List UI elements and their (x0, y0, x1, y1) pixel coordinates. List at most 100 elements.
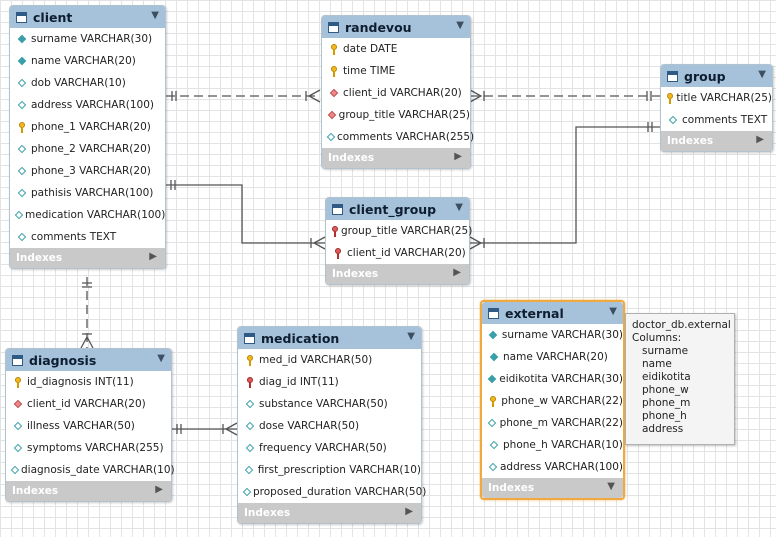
table-header[interactable]: group▼ (661, 65, 772, 87)
column-row[interactable]: frequency VARCHAR(50) (238, 437, 421, 459)
relation-client-randevou[interactable] (166, 89, 321, 103)
column-icon (16, 121, 28, 133)
table-header[interactable]: client ▼ (10, 6, 165, 28)
column-icon (16, 56, 28, 66)
column-row[interactable]: client_id VARCHAR(20) (6, 393, 171, 415)
table-header[interactable]: external▼ (482, 302, 623, 324)
column-row[interactable]: phone_1 VARCHAR(20) (10, 116, 165, 138)
indexes-label: Indexes (667, 135, 714, 147)
not-null-diamond-icon (17, 34, 27, 44)
collapse-arrow-icon[interactable]: ▼ (456, 20, 464, 31)
indexes-section[interactable]: Indexes▼ (482, 478, 623, 498)
nullable-diamond-icon (17, 188, 27, 198)
table-client-group[interactable]: client_group▼group_title VARCHAR(25)clie… (325, 197, 472, 285)
table-header[interactable]: diagnosis▼ (6, 349, 171, 371)
expand-arrow-icon[interactable]: ▶ (453, 267, 461, 278)
indexes-section[interactable]: Indexes▶ (6, 481, 171, 501)
expand-arrow-icon[interactable]: ▶ (454, 151, 462, 162)
column-row[interactable]: address VARCHAR(100) (482, 456, 623, 478)
column-row[interactable]: medication VARCHAR(100) (10, 204, 165, 226)
table-external[interactable]: external▼surname VARCHAR(30)name VARCHAR… (480, 300, 625, 500)
column-row[interactable]: surname VARCHAR(30) (482, 324, 623, 346)
column-row[interactable]: phone_3 VARCHAR(20) (10, 160, 165, 182)
foreign-key-icon (335, 247, 341, 259)
column-label: phone_h VARCHAR(10) (503, 439, 623, 451)
column-label: frequency VARCHAR(50) (259, 442, 387, 454)
column-row[interactable]: address VARCHAR(100) (10, 94, 165, 116)
column-row[interactable]: pathisis VARCHAR(100) (10, 182, 165, 204)
column-row[interactable]: name VARCHAR(20) (482, 346, 623, 368)
indexes-section[interactable]: Indexes▶ (238, 503, 421, 523)
column-row[interactable]: phone_w VARCHAR(22) (482, 390, 623, 412)
relation-diagnosis-medication[interactable] (171, 422, 238, 436)
column-icon (326, 132, 336, 142)
column-row[interactable]: comments VARCHAR(255) (322, 126, 474, 148)
column-label: surname VARCHAR(30) (31, 33, 153, 45)
column-icon (12, 443, 24, 453)
collapse-arrow-icon[interactable]: ▼ (151, 10, 159, 21)
table-client[interactable]: client ▼ surname VARCHAR(30) name VARCHAR(2… (9, 5, 166, 269)
table-name: client (33, 9, 73, 25)
tooltip-title: doctor_db.external (632, 319, 731, 331)
relation-randevou-group[interactable] (469, 89, 660, 103)
column-row[interactable]: client_id VARCHAR(20) (326, 242, 469, 264)
indexes-section[interactable]: Indexes▶ (10, 248, 165, 268)
column-row[interactable]: comments TEXT (661, 109, 772, 131)
column-row[interactable]: med_id VARCHAR(50) (238, 349, 421, 371)
column-row[interactable]: dose VARCHAR(50) (238, 415, 421, 437)
column-row[interactable]: dob VARCHAR(10) (10, 72, 165, 94)
nullable-diamond-icon (17, 100, 27, 110)
column-row[interactable]: date DATE (322, 38, 470, 60)
primary-key-icon (331, 65, 337, 77)
collapse-arrow-icon[interactable]: ▼ (758, 69, 766, 80)
column-row[interactable]: client_id VARCHAR(20) (322, 82, 470, 104)
expand-arrow-icon[interactable]: ▶ (756, 134, 764, 145)
expand-arrow-icon[interactable]: ▼ (607, 481, 615, 492)
not-null-diamond-icon (489, 352, 499, 362)
column-row[interactable]: name VARCHAR(20) (10, 50, 165, 72)
column-row[interactable]: illness VARCHAR(50) (6, 415, 171, 437)
collapse-arrow-icon[interactable]: ▼ (455, 202, 463, 213)
column-row[interactable]: eidikotita VARCHAR(30) (482, 368, 623, 390)
relation-client-client-group[interactable] (166, 180, 326, 250)
nullable-diamond-icon (326, 132, 336, 142)
expand-arrow-icon[interactable]: ▶ (155, 484, 163, 495)
table-header[interactable]: client_group▼ (326, 198, 469, 220)
nullable-diamond-icon (668, 115, 678, 125)
column-row[interactable]: surname VARCHAR(30) (10, 28, 165, 50)
table-header[interactable]: randevou▼ (322, 16, 470, 38)
column-row[interactable]: first_prescription VARCHAR(10) (238, 459, 421, 481)
column-row[interactable]: substance VARCHAR(50) (238, 393, 421, 415)
column-row[interactable]: phone_h VARCHAR(10) (482, 434, 623, 456)
column-row[interactable]: symptoms VARCHAR(255) (6, 437, 171, 459)
column-row[interactable]: group_title VARCHAR(25) (322, 104, 470, 126)
column-row[interactable]: id_diagnosis INT(11) (6, 371, 171, 393)
collapse-arrow-icon[interactable]: ▼ (407, 331, 415, 342)
collapse-arrow-icon[interactable]: ▼ (157, 353, 165, 364)
indexes-section[interactable]: Indexes▶ (322, 148, 470, 168)
relation-client-diagnosis[interactable] (80, 277, 94, 349)
table-header[interactable]: medication▼ (238, 327, 421, 349)
relation-group-client-group[interactable] (469, 122, 660, 250)
table-diagnosis[interactable]: diagnosis▼id_diagnosis INT(11)client_id … (5, 348, 175, 502)
indexes-section[interactable]: Indexes▶ (326, 264, 469, 284)
nullable-diamond-icon (14, 210, 24, 220)
column-icon (332, 225, 338, 237)
collapse-arrow-icon[interactable]: ▼ (609, 306, 617, 317)
column-row[interactable]: proposed_duration VARCHAR(50) (238, 481, 426, 503)
column-row[interactable]: diag_id INT(11) (238, 371, 421, 393)
column-row[interactable]: group_title VARCHAR(25) (326, 220, 472, 242)
column-row[interactable]: diagnosis_date VARCHAR(10) (6, 459, 175, 481)
expand-arrow-icon[interactable]: ▶ (405, 506, 413, 517)
column-row[interactable]: comments TEXT (10, 226, 165, 248)
column-row[interactable]: time TIME (322, 60, 470, 82)
indexes-section[interactable]: Indexes ▶ (661, 131, 772, 151)
table-medication[interactable]: medication▼med_id VARCHAR(50)diag_id INT… (237, 326, 426, 524)
column-row[interactable]: phone_2 VARCHAR(20) (10, 138, 165, 160)
column-icon (244, 376, 256, 388)
column-row[interactable]: title VARCHAR(25) (661, 87, 772, 109)
expand-arrow-icon[interactable]: ▶ (149, 251, 157, 262)
column-row[interactable]: phone_m VARCHAR(22) (482, 412, 623, 434)
